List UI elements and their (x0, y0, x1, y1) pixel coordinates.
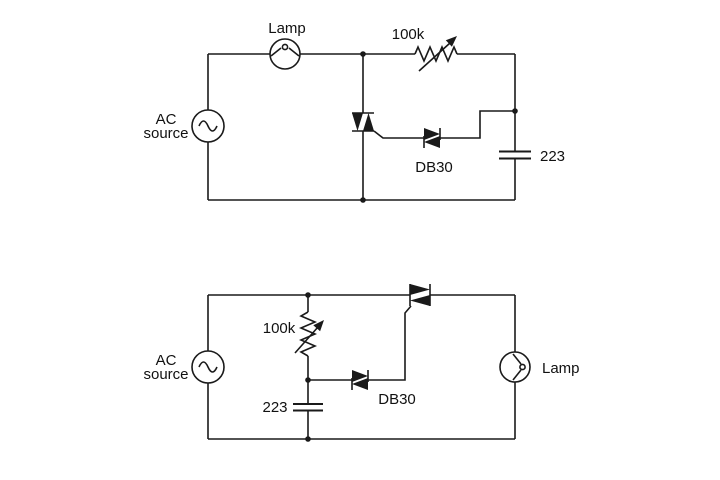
diac-symbol (423, 128, 441, 148)
diac-symbol (351, 370, 369, 390)
junction-dot (360, 51, 366, 57)
top-ac-source-label-line2: source (143, 125, 188, 142)
top-diac-label: DB30 (415, 159, 453, 176)
potentiometer-symbol (294, 311, 324, 357)
capacitor-symbol (499, 150, 531, 160)
junction-dot (305, 292, 311, 298)
junction-dot (305, 436, 311, 442)
wire (207, 294, 516, 440)
top-lamp-label: Lamp (268, 20, 306, 37)
ac-source-symbol (191, 350, 225, 384)
triac-symbol (352, 112, 374, 132)
lamp-symbol (499, 351, 531, 383)
sine-wave-icon (198, 120, 218, 132)
top-ac-source-label-line1: AC (156, 111, 177, 128)
bottom-ac-source-label-line1: AC (156, 352, 177, 369)
top-potentiometer-label: 100k (392, 26, 425, 43)
bottom-diac-label: DB30 (378, 391, 416, 408)
bottom-ac-source-label-line2: source (143, 366, 188, 383)
lamp-symbol (269, 38, 301, 70)
junction-dot (512, 108, 518, 114)
junction-dot (360, 197, 366, 203)
bottom-circuit: 100k 223 DB30 Lamp AC source (143, 284, 580, 442)
top-capacitor-label: 223 (540, 148, 565, 165)
bottom-potentiometer-label: 100k (263, 320, 296, 337)
junction-dot (305, 377, 311, 383)
arrowhead (313, 320, 324, 332)
potentiometer-symbol (414, 36, 458, 72)
top-circuit: Lamp 100k DB30 223 AC source (143, 20, 565, 203)
triac-symbol (409, 284, 431, 306)
bottom-lamp-label: Lamp (542, 360, 580, 377)
arrowhead (445, 36, 457, 47)
ac-source-symbol (191, 109, 225, 143)
wire (207, 53, 516, 201)
capacitor-symbol (293, 403, 323, 412)
sine-wave-icon (198, 361, 218, 373)
bottom-capacitor-label: 223 (262, 399, 287, 416)
